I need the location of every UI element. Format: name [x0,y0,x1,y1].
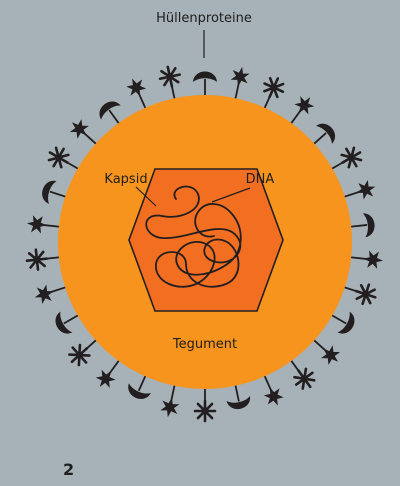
surface-protein-star [312,338,341,365]
surface-protein-flower [68,338,98,367]
surface-protein-star [26,215,61,234]
surface-protein-star [289,96,315,126]
surface-proteins-label: Hüllenproteine [156,11,252,26]
capsid-label: Kapsid [104,172,147,187]
dna-strand [145,185,242,288]
surface-protein-flower [342,283,377,306]
dna-label: DNA [246,172,275,187]
surface-protein-star [342,179,376,200]
surface-protein-flower [289,358,316,390]
capsid-hexagon [128,168,284,312]
surface-protein-star [34,284,68,305]
surface-protein-mushroom [330,311,355,334]
surface-protein-flower [330,146,363,171]
surface-protein-mushroom [55,311,80,334]
surface-protein-star [230,66,250,101]
surface-protein-mushroom [42,180,68,204]
surface-protein-flower [25,248,61,271]
surface-protein-star [95,358,121,388]
tegument-label: Tegument [172,337,237,352]
surface-protein-mushroom [128,374,151,399]
surface-protein-mushroom [312,123,336,146]
surface-protein-star [349,250,384,269]
surface-protein-mushroom [99,101,121,126]
surface-proteins-ring [25,65,384,423]
surface-protein-star [126,78,147,110]
dna-leader [211,187,251,203]
surface-protein-flower [263,76,285,110]
surface-protein-star [263,374,284,406]
capsid-leader [135,186,157,207]
surface-protein-flower [193,387,217,423]
surface-protein-flower [158,65,181,101]
surface-protein-mushroom [193,71,217,97]
surface-protein-flower [47,146,80,171]
surface-protein-star [160,383,180,418]
surface-protein-star [69,119,98,146]
surface-protein-mushroom [349,213,375,238]
figure-number: 2 [63,460,75,479]
surface-protein-mushroom [226,383,251,410]
